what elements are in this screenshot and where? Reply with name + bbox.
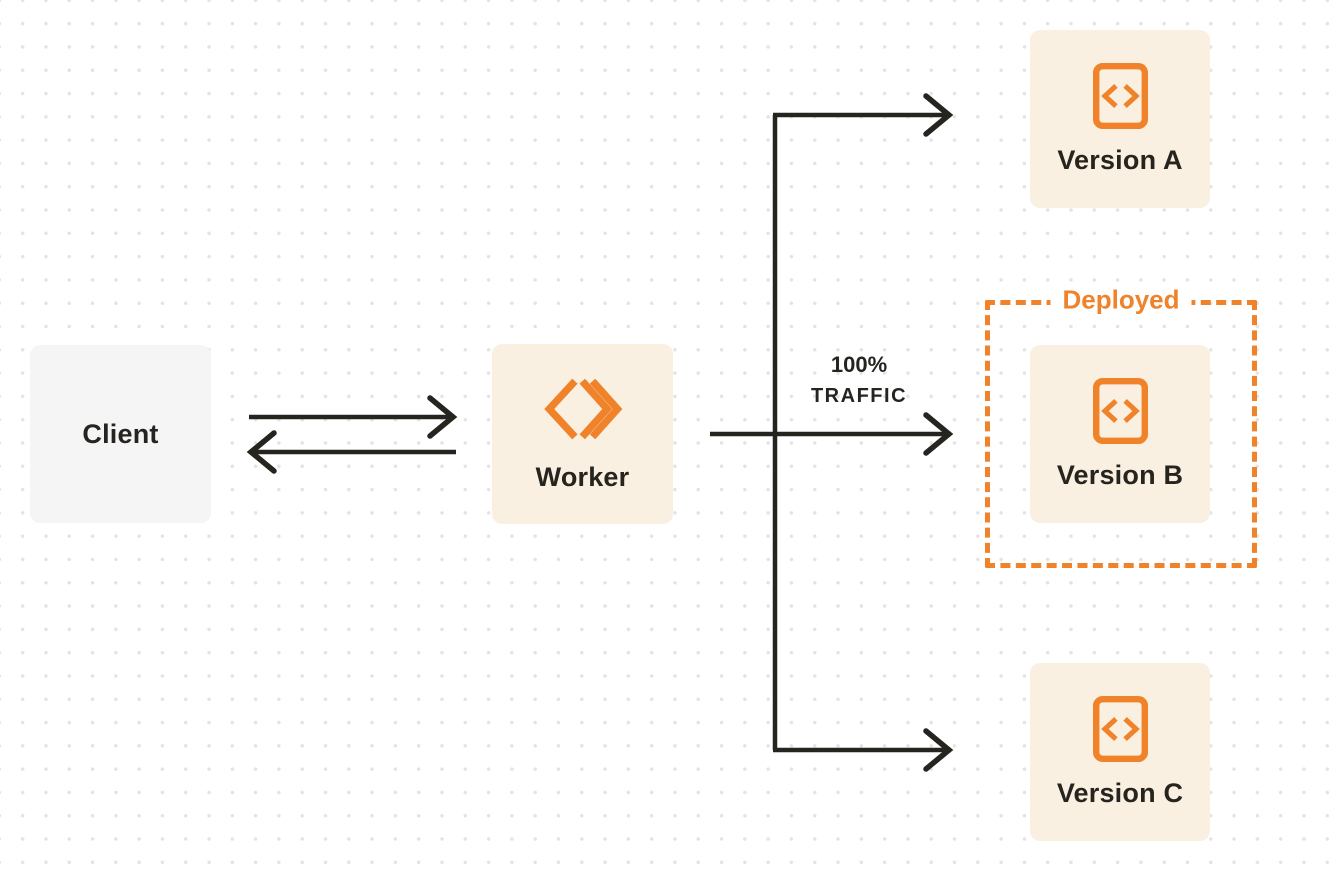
deployed-region: Deployed	[985, 284, 1257, 568]
worker-node: Worker	[492, 344, 673, 524]
deployed-label: Deployed	[1050, 284, 1192, 316]
version-c-label: Version C	[1056, 777, 1184, 808]
cloudflare-workers-icon	[542, 376, 624, 442]
arrow-worker-to-version-b	[710, 412, 954, 456]
version-c-node: Version C	[1030, 663, 1210, 841]
code-brackets-icon	[1092, 695, 1148, 762]
version-b-node: Version B	[1030, 345, 1210, 523]
arrow-branch-to-version-c	[773, 728, 954, 772]
version-a-node: Version A	[1030, 30, 1210, 208]
client-node: Client	[30, 345, 211, 523]
traffic-word: TRAFFIC	[810, 385, 908, 407]
arrow-client-to-worker	[249, 395, 458, 439]
arrow-branch-to-version-a	[773, 93, 954, 137]
client-label: Client	[82, 418, 159, 449]
arrow-worker-to-client	[246, 430, 456, 474]
version-a-label: Version A	[1057, 144, 1183, 175]
worker-label: Worker	[535, 461, 630, 492]
code-brackets-icon	[1092, 62, 1148, 129]
version-b-label: Version B	[1056, 459, 1184, 490]
traffic-label: 100% TRAFFIC	[779, 350, 939, 412]
code-brackets-icon	[1092, 377, 1148, 444]
traffic-percent: 100%	[830, 352, 888, 377]
